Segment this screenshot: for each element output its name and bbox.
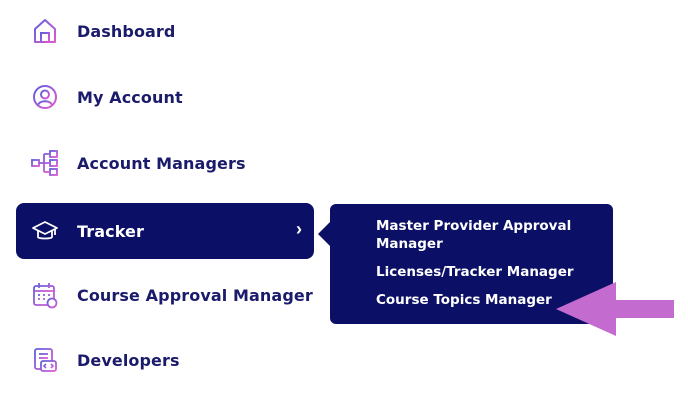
sidebar-item-tracker[interactable]: Tracker › [16,203,314,259]
sidebar-item-label: My Account [77,87,183,107]
sidebar-item-course-approval-manager[interactable]: Course Approval Manager [16,267,314,323]
sidebar-item-label: Course Approval Manager [77,285,313,305]
sidebar-item-my-account[interactable]: My Account [16,69,314,125]
sidebar-item-label: Developers [77,350,180,370]
submenu-item-master-provider-approval-manager[interactable]: Master Provider Approval Manager [376,218,572,252]
sidebar: Dashboard My Account Account Managers [0,0,322,413]
sidebar-item-label: Tracker [77,221,144,241]
annotation-arrow-icon [556,282,674,336]
code-document-icon [30,345,60,375]
graduation-cap-icon [30,216,60,246]
house-icon [30,16,60,46]
user-circle-icon [30,82,60,112]
sidebar-item-developers[interactable]: Developers [16,332,314,388]
chevron-right-icon[interactable]: › [296,218,302,239]
sidebar-item-dashboard[interactable]: Dashboard [16,3,314,59]
submenu-item-licenses-tracker-manager[interactable]: Licenses/Tracker Manager [376,264,574,280]
sidebar-item-label: Dashboard [77,21,176,41]
sidebar-item-label: Account Managers [77,153,246,173]
tracker-submenu: Master Provider Approval Manager License… [318,204,613,324]
submenu-item-course-topics-manager[interactable]: Course Topics Manager [376,292,552,308]
calendar-icon [30,280,60,310]
hierarchy-icon [30,148,60,178]
sidebar-item-account-managers[interactable]: Account Managers [16,135,314,191]
